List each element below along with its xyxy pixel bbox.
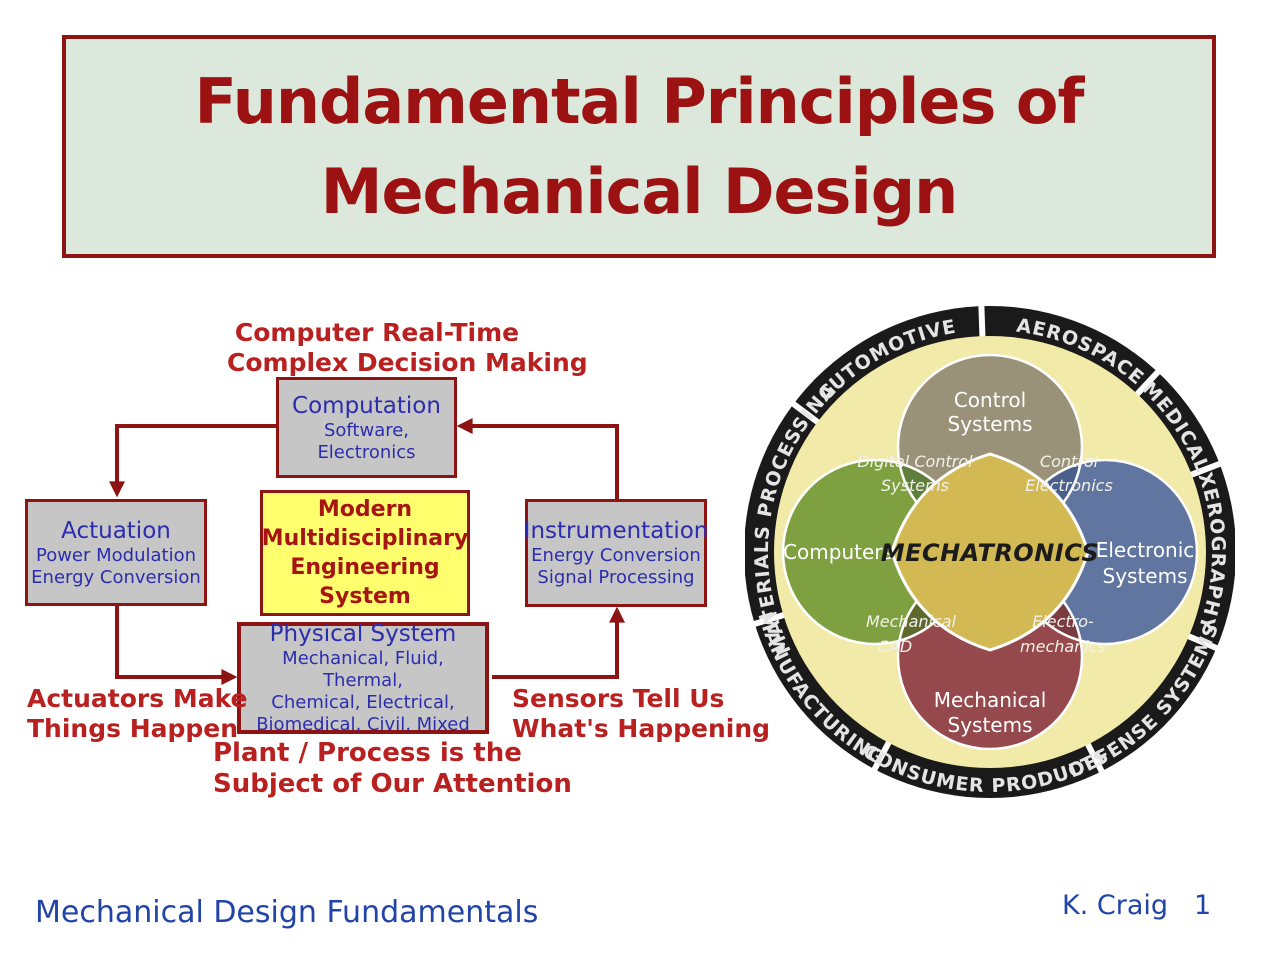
label-plant-line1: Plant / Process is the bbox=[213, 738, 522, 768]
slide-title-line1: Fundamental Principles of bbox=[194, 64, 1084, 138]
footer-author: K. Craig bbox=[1062, 890, 1169, 921]
arrow-physical-to-instrumentation bbox=[492, 606, 625, 679]
physical-line3: Biomedical, Civil, Mixed bbox=[256, 714, 470, 735]
physical-line2: Chemical, Electrical, bbox=[271, 692, 455, 713]
mechanical-systems-label-line2: Systems bbox=[948, 713, 1033, 737]
footer-page-number: 1 bbox=[1194, 890, 1212, 921]
physical-system-box: Physical System Mechanical, Fluid, Therm… bbox=[237, 621, 489, 735]
label-computer-realtime-line2: Complex Decision Making bbox=[227, 348, 588, 377]
digital-control-label-line1: Digital Control bbox=[857, 452, 973, 471]
system-line3: Engineering bbox=[290, 555, 440, 580]
system-line1: Modern bbox=[317, 497, 413, 522]
modern-system-box: Modern Multidisciplinary Engineering Sys… bbox=[260, 490, 470, 616]
label-actuators-line2: Things Happen bbox=[27, 714, 239, 743]
label-computer-realtime-line1: Computer Real-Time bbox=[234, 318, 520, 347]
control-systems-label-line2: Systems bbox=[948, 412, 1033, 436]
mechanical-cad-label-line1: Mechanical bbox=[866, 612, 957, 631]
mechanical-systems-label-line1: Mechanical bbox=[934, 688, 1047, 712]
actuation-title: Actuation bbox=[61, 517, 171, 544]
digital-control-label-line2: Systems bbox=[881, 476, 949, 495]
label-plant-process: Plant / Process is the Subject of Our At… bbox=[213, 738, 572, 800]
electro-mechanics-label-line1: Electro- bbox=[1032, 612, 1094, 631]
instrumentation-line2: Signal Processing bbox=[537, 567, 695, 588]
mechatronics-center-shape bbox=[890, 452, 1090, 652]
control-electronics-label-line2: Electronics bbox=[1025, 476, 1113, 495]
footer-credit: K. Craig 1 bbox=[1062, 890, 1211, 921]
label-actuators-line1: Actuators Make bbox=[27, 684, 248, 713]
computation-title: Computation bbox=[292, 392, 441, 419]
instrumentation-box: Instrumentation Energy Conversion Signal… bbox=[523, 499, 709, 607]
mechatronics-venn-diagram: AUTOMOTIVE AEROSPACE MEDICAL XEROGRAPHY … bbox=[745, 303, 1235, 798]
label-plant-line2: Subject of Our Attention bbox=[213, 769, 572, 799]
label-computer-realtime: Computer Real-Time Complex Decision Maki… bbox=[227, 318, 588, 378]
system-line4: System bbox=[319, 584, 411, 609]
arrow-actuation-to-physical bbox=[115, 606, 238, 685]
control-electronics-label-line1: Control bbox=[1040, 452, 1099, 471]
label-actuators: Actuators Make Things Happen bbox=[27, 684, 248, 744]
arrow-instrumentation-to-computation bbox=[456, 418, 619, 499]
system-line2: Multidisciplinary bbox=[261, 526, 469, 551]
electronic-systems-label-line1: Electronic bbox=[1096, 538, 1195, 562]
ring-segment-gaps bbox=[751, 303, 1224, 776]
physical-line1: Mechanical, Fluid, Thermal, bbox=[282, 648, 444, 691]
footer-title: Mechanical Design Fundamentals bbox=[35, 895, 539, 930]
actuation-line1: Power Modulation bbox=[35, 544, 197, 566]
arrow-computation-to-actuation bbox=[109, 424, 276, 498]
mechatronics-label: MECHATRONICS bbox=[881, 539, 1100, 567]
instrumentation-line1: Energy Conversion bbox=[531, 545, 701, 566]
electronic-systems-label-line2: Systems bbox=[1103, 564, 1188, 588]
control-systems-label-line1: Control bbox=[954, 388, 1026, 412]
actuation-box: Actuation Power Modulation Energy Conver… bbox=[25, 499, 207, 606]
label-sensors-line1: Sensors Tell Us bbox=[512, 684, 725, 713]
label-sensors-line2: What's Happening bbox=[512, 714, 771, 743]
electro-mechanics-label-line2: mechanics bbox=[1020, 637, 1106, 656]
physical-title: Physical System bbox=[269, 621, 457, 647]
actuation-line2: Energy Conversion bbox=[31, 566, 201, 588]
computation-subtitle: Software, Electronics bbox=[317, 419, 416, 463]
mechanical-cad-label-line2: CAD bbox=[878, 637, 912, 656]
title-box: Fundamental Principles of Mechanical Des… bbox=[62, 35, 1216, 258]
label-sensors: Sensors Tell Us What's Happening bbox=[512, 684, 771, 744]
slide-title-line2: Mechanical Design bbox=[320, 154, 958, 228]
computation-box: Computation Software, Electronics bbox=[276, 377, 457, 478]
computers-label: Computers bbox=[783, 540, 893, 564]
instrumentation-title: Instrumentation bbox=[523, 518, 709, 544]
